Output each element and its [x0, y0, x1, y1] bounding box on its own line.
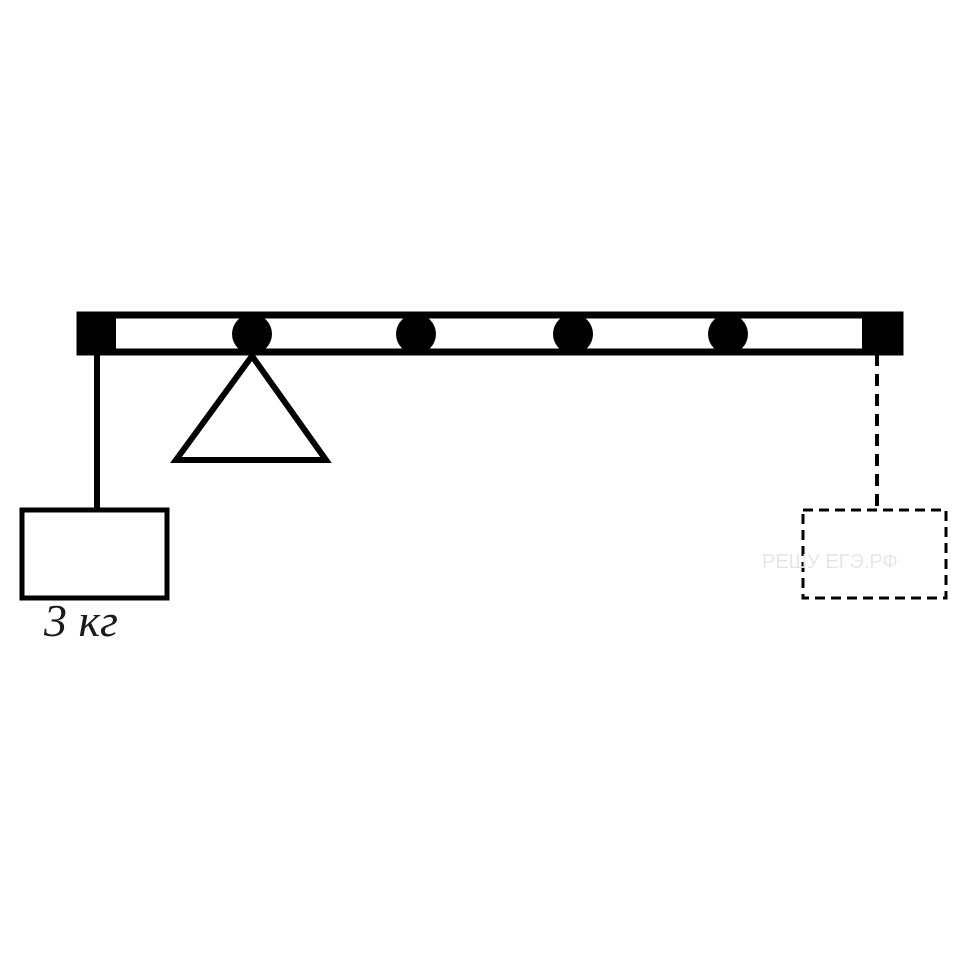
right-dashed-weight-box — [801, 508, 948, 600]
lever-mark-4 — [708, 314, 748, 354]
lever-mark-3 — [553, 314, 593, 354]
lever-right-end — [862, 313, 902, 354]
lever-left-end — [78, 313, 116, 354]
fulcrum-triangle — [170, 350, 332, 463]
left-mass-label: 3 кг — [44, 595, 118, 646]
lever-bar — [76, 311, 904, 356]
lever-mark-2 — [396, 314, 436, 354]
left-weight-box — [19, 507, 170, 601]
lever-mark-1 — [232, 314, 272, 354]
watermark-text: РЕШУ ЕГЭ.РФ — [762, 551, 898, 573]
